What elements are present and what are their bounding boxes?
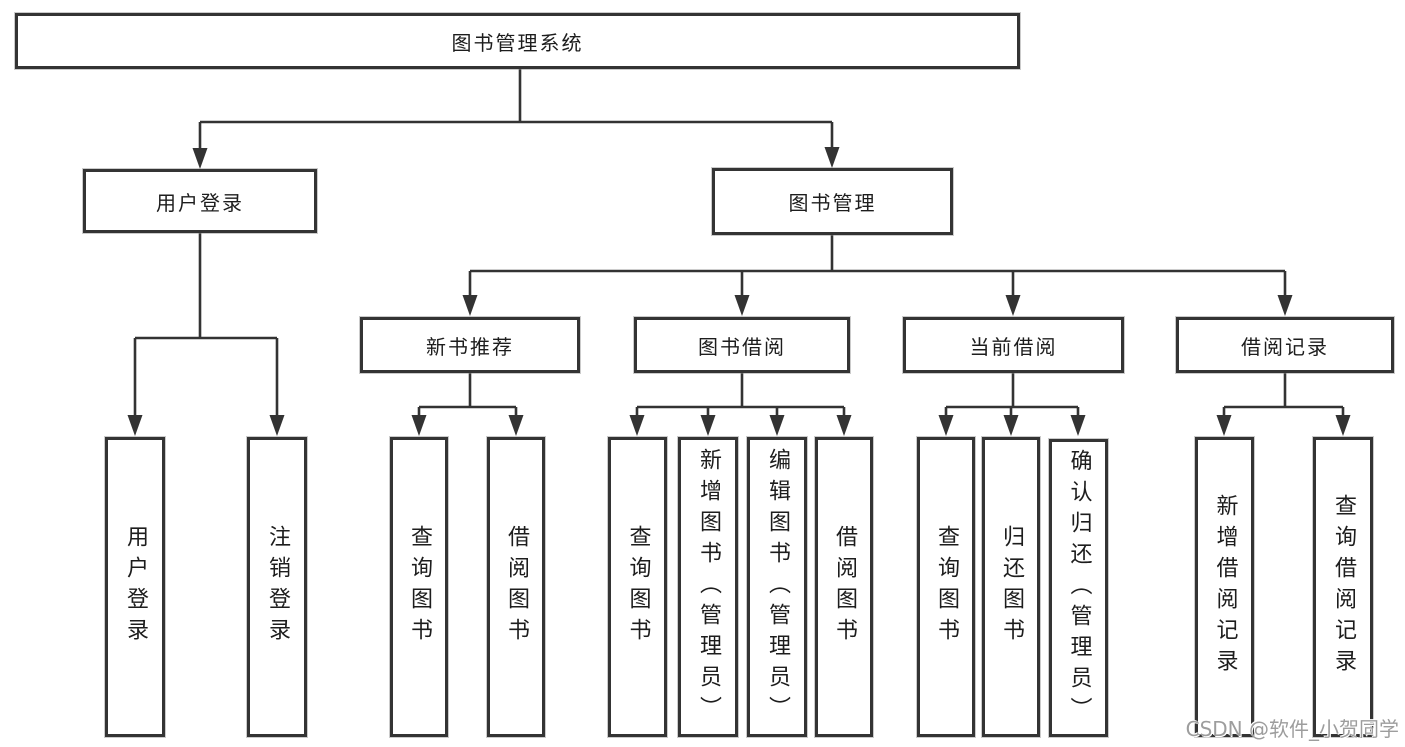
leaf-edit-book-admin: 编辑图书（管理员）: [747, 437, 807, 737]
node-book-management-branch: 图书管理: [712, 168, 953, 235]
node-book-borrow: 图书借阅: [634, 317, 850, 373]
leaf-user-login: 用户登录: [105, 437, 165, 737]
leaf-add-book-admin: 新增图书（管理员）: [678, 437, 738, 737]
node-current-borrow: 当前借阅: [903, 317, 1124, 373]
leaf-logout: 注销登录: [247, 437, 307, 737]
leaf-borrow-books-1: 借阅图书: [487, 437, 545, 737]
leaf-query-borrow-record: 查询借阅记录: [1313, 437, 1373, 737]
node-user-login-branch: 用户登录: [83, 169, 317, 233]
node-borrow-records: 借阅记录: [1176, 317, 1394, 373]
csdn-watermark: CSDN @软件_小贺同学: [1185, 717, 1399, 741]
leaf-query-books-3: 查询图书: [917, 437, 975, 737]
leaf-query-books-2: 查询图书: [608, 437, 667, 737]
node-new-book-recommend: 新书推荐: [360, 317, 580, 373]
leaf-return-book: 归还图书: [982, 437, 1040, 737]
leaf-add-borrow-record: 新增借阅记录: [1195, 437, 1254, 737]
leaf-query-books-1: 查询图书: [390, 437, 448, 737]
leaf-borrow-books-2: 借阅图书: [815, 437, 873, 737]
leaf-confirm-return-admin: 确认归还（管理员）: [1049, 439, 1108, 737]
node-root-system: 图书管理系统: [15, 13, 1020, 69]
